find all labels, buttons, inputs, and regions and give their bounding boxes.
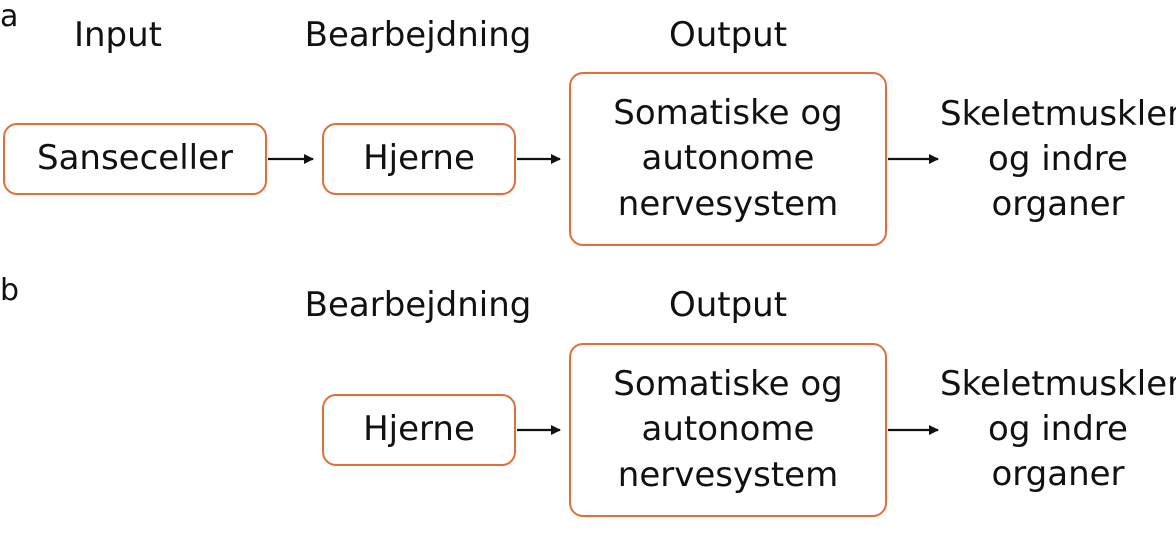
panel-a-header-processing: Bearbejdning	[304, 15, 532, 55]
panel-b-nervous-system-line-3: nervesystem	[617, 454, 839, 495]
panel-a-label: a	[0, 0, 19, 34]
panel-a-target-line-1: Skeletmuskler	[940, 94, 1176, 134]
panel-b-target-line-2: og indre	[988, 409, 1128, 450]
panel-b-nervous-system-line-1: Somatiske og	[613, 364, 843, 405]
panel-a-header-input: Input	[73, 15, 163, 55]
panel-a-nervous-system-box: Somatiske og autonome nervesystem	[569, 72, 887, 246]
panel-b-nervous-system-box: Somatiske og autonome nervesystem	[569, 343, 887, 517]
panel-a-nervous-system-line-2: autonome	[641, 138, 815, 179]
panel-a-header-output: Output	[668, 15, 788, 55]
panel-b-target: Skeletmuskler og indre organer	[940, 362, 1176, 498]
panel-a-sensory-cells-box: Sanseceller	[3, 123, 267, 195]
panel-a-target-line-3: organer	[991, 184, 1125, 225]
panel-b-brain-box: Hjerne	[322, 394, 516, 466]
panel-b-target-line-3: organer	[991, 454, 1125, 495]
panel-b-nervous-system-line-2: autonome	[641, 409, 815, 450]
panel-a-brain-box: Hjerne	[322, 123, 516, 195]
panel-a-sensory-cells-label: Sanseceller	[37, 138, 233, 179]
panel-b-brain-label: Hjerne	[363, 409, 475, 450]
panel-a-nervous-system-line-3: nervesystem	[617, 183, 839, 224]
panel-a-brain-label: Hjerne	[363, 138, 475, 179]
panel-b-header-processing: Bearbejdning	[304, 285, 532, 325]
panel-a-target: Skeletmuskler og indre organer	[940, 92, 1176, 228]
panel-b-header-output: Output	[668, 285, 788, 325]
panel-b-target-line-1: Skeletmuskler	[940, 364, 1176, 404]
panel-a-target-line-2: og indre	[988, 139, 1128, 180]
panel-b-label: b	[0, 273, 20, 308]
panel-a-nervous-system-line-1: Somatiske og	[613, 93, 843, 134]
